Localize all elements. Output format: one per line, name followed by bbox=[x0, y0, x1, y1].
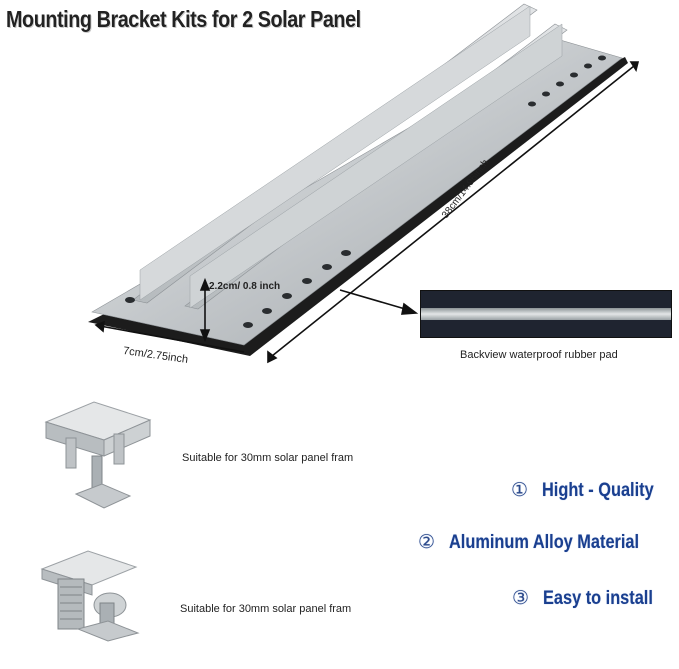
mid-clamp-caption: Suitable for 30mm solar panel fram bbox=[180, 603, 352, 615]
rubber-pad-caption: Backview waterproof rubber pad bbox=[460, 349, 618, 361]
rubber-pad-image bbox=[420, 290, 672, 338]
bracket-rail-illustration bbox=[88, 3, 640, 364]
feature-text: Aluminum Alloy Material bbox=[449, 531, 640, 553]
feature-text: Hight - Quality bbox=[542, 479, 654, 501]
feature-text: Easy to install bbox=[543, 587, 653, 609]
rubber-pad-strip bbox=[421, 308, 671, 320]
feature-number: ② bbox=[418, 532, 436, 553]
feature-number: ③ bbox=[512, 588, 530, 609]
mid-clamp-image bbox=[40, 550, 140, 642]
page-title: Mounting Bracket Kits for 2 Solar Panel bbox=[6, 6, 361, 32]
feature-aluminum-alloy: ② Aluminum Alloy Material bbox=[418, 531, 670, 554]
height-dimension-label: 2.2cm/ 0.8 inch bbox=[209, 281, 281, 292]
end-clamp-image bbox=[44, 401, 152, 509]
feature-easy-install: ③ Easy to install bbox=[512, 587, 671, 610]
feature-high-quality: ① Hight - Quality bbox=[511, 479, 672, 502]
end-clamp-caption: Suitable for 30mm solar panel fram bbox=[182, 452, 354, 464]
feature-number: ① bbox=[511, 480, 529, 501]
